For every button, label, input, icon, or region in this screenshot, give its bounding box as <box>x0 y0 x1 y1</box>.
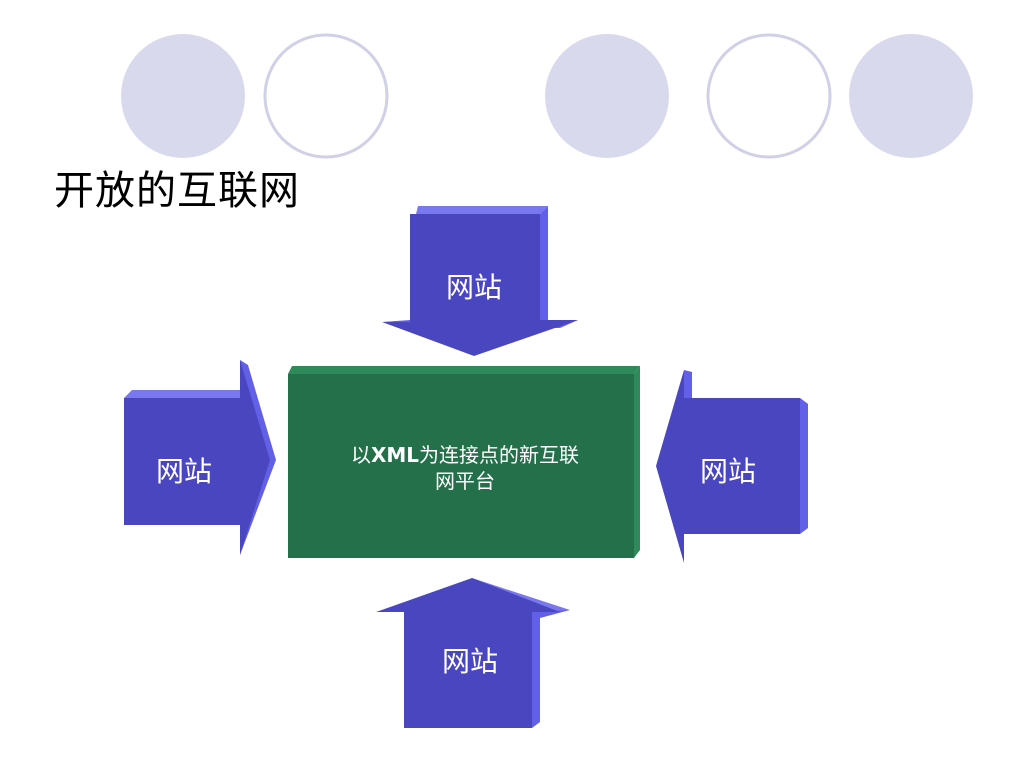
arrow-left <box>124 360 276 555</box>
circle-filled-1 <box>121 34 245 158</box>
center-label-suffix: 为连接点的新互联 <box>419 443 580 467</box>
circle-filled-3 <box>849 34 973 158</box>
center-label-line-1: 以XML为连接点的新互联 <box>300 442 630 468</box>
page-title: 开放的互联网 <box>54 168 300 214</box>
arrow-bottom-label: 网站 <box>441 645 498 678</box>
circle-outline-1 <box>263 33 389 159</box>
arrow-top-label: 网站 <box>445 271 502 304</box>
circle-outline-2 <box>706 33 832 159</box>
arrow-right-label: 网站 <box>699 455 756 488</box>
circle-filled-2 <box>545 34 669 158</box>
decorative-circles <box>121 33 973 159</box>
arrow-right <box>656 370 808 563</box>
arrow-bottom <box>376 578 570 728</box>
center-label-prefix: 以 <box>350 443 371 467</box>
arrow-top <box>382 206 578 356</box>
center-box-label: 以XML为连接点的新互联 网平台 <box>300 442 630 494</box>
center-platform-box <box>288 366 640 558</box>
arrow-left-label: 网站 <box>155 455 212 488</box>
center-label-line-2: 网平台 <box>435 469 495 493</box>
center-label-emphasis: XML <box>370 443 420 467</box>
